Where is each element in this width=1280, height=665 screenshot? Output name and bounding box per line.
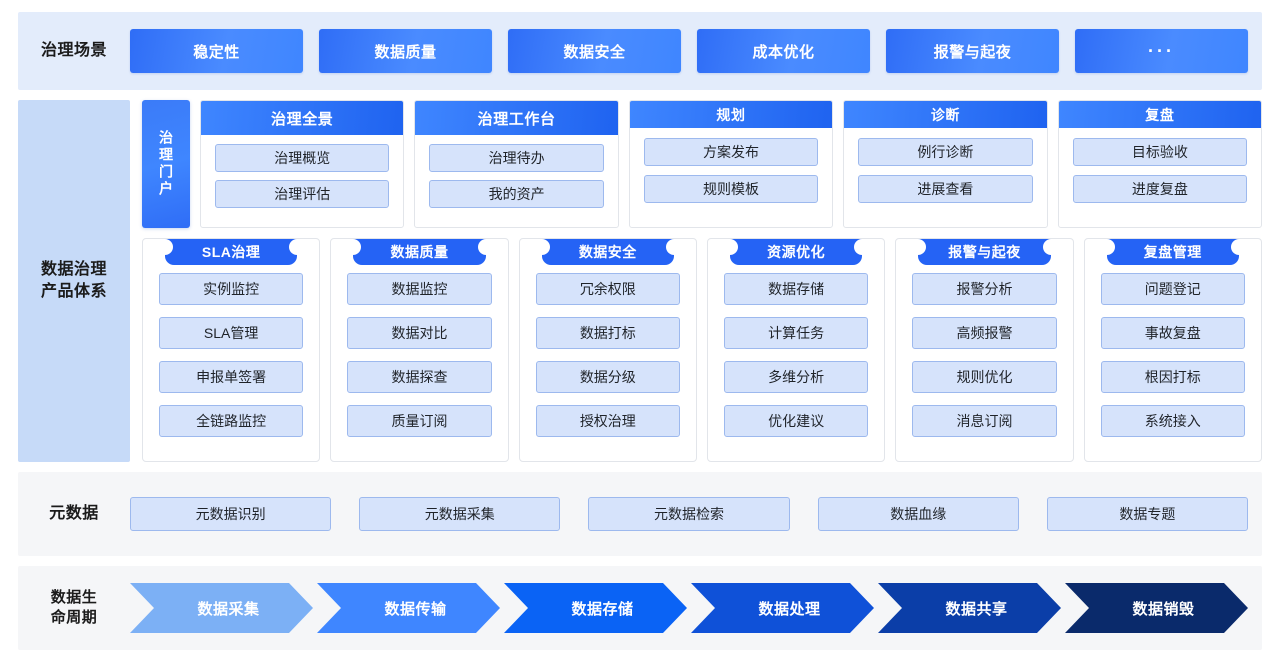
metadata-row: 元数据 元数据识别 元数据采集 元数据检索 数据血缘 数据专题 — [18, 472, 1262, 556]
domain-item-data-tagging[interactable]: 数据打标 — [535, 317, 680, 349]
domain-column-data-quality: 数据质量 数据监控 数据对比 数据探查 质量订阅 — [330, 238, 509, 462]
domain-item-system-onboarding[interactable]: 系统接入 — [1100, 405, 1245, 437]
domain-item-high-frequency-alert[interactable]: 高频报警 — [912, 317, 1057, 349]
portal-card-review-items: 目标验收 进度复盘 — [1059, 128, 1261, 227]
domain-item-data-explore[interactable]: 数据探查 — [347, 361, 492, 393]
domain-item-root-cause-tagging[interactable]: 根因打标 — [1100, 361, 1245, 393]
domain-column-sla: SLA治理 实例监控 SLA管理 申报单签署 全链路监控 — [142, 238, 321, 462]
scenario-pill-data-security[interactable]: 数据安全 — [508, 29, 681, 73]
portal-item-rule-template[interactable]: 规则模板 — [643, 175, 819, 203]
product-system-row-label-line1: 数据治理 — [40, 261, 107, 279]
portal-card-planning-title: 规划 — [629, 101, 833, 128]
domain-column-resource-optimization-title: 资源优化 — [721, 239, 871, 265]
portal-card-review: 复盘 目标验收 进度复盘 — [1057, 100, 1263, 228]
product-system-row-label-line2: 产品体系 — [40, 283, 107, 300]
portal-card-planning-items: 方案发布 规则模板 — [630, 128, 832, 227]
domain-item-compute-task[interactable]: 计算任务 — [723, 317, 869, 349]
metadata-item-identification[interactable]: 元数据识别 — [130, 497, 332, 531]
scenario-pill-cost-optimization[interactable]: 成本优化 — [697, 29, 870, 73]
product-system-row: 数据治理 产品体系 治理门户 治理全景 治理概览 治理评估 治理工作台 — [18, 100, 1263, 462]
metadata-item-topic[interactable]: 数据专题 — [1046, 497, 1249, 531]
scenario-pill-alerting[interactable]: 报警与起夜 — [886, 29, 1059, 73]
portal-card-review-title: 复盘 — [1058, 101, 1262, 128]
domain-item-alert-analysis[interactable]: 报警分析 — [912, 273, 1057, 305]
portal-card-diagnosis-items: 例行诊断 进展查看 — [844, 128, 1046, 227]
domain-column-list: SLA治理 实例监控 SLA管理 申报单签署 全链路监控 数据质量 数据监控 数… — [142, 238, 1262, 462]
domain-item-data-compare[interactable]: 数据对比 — [347, 317, 492, 349]
domain-item-incident-review[interactable]: 事故复盘 — [1100, 317, 1245, 349]
portal-item-governance-assessment[interactable]: 治理评估 — [215, 180, 390, 208]
scenarios-row: 治理场景 稳定性 数据质量 数据安全 成本优化 报警与起夜 ··· — [18, 12, 1262, 90]
lifecycle-row-label: 数据生 命周期 — [18, 588, 130, 629]
portal-card-planning: 规划 方案发布 规则模板 — [628, 100, 834, 228]
portal-card-overview-items: 治理概览 治理评估 — [201, 135, 403, 227]
portal-item-governance-todo[interactable]: 治理待办 — [429, 144, 604, 172]
portal-item-plan-release[interactable]: 方案发布 — [643, 138, 819, 166]
domain-item-optimization-advice[interactable]: 优化建议 — [723, 405, 869, 437]
scenario-pill-data-quality[interactable]: 数据质量 — [319, 29, 492, 73]
domain-item-message-subscription[interactable]: 消息订阅 — [912, 405, 1057, 437]
domain-item-instance-monitor[interactable]: 实例监控 — [159, 273, 304, 305]
domain-column-review-management-title: 复盘管理 — [1098, 239, 1248, 265]
metadata-item-lineage[interactable]: 数据血缘 — [817, 497, 1019, 531]
domain-column-alerting: 报警与起夜 报警分析 高频报警 规则优化 消息订阅 — [895, 238, 1074, 462]
domain-column-data-quality-title: 数据质量 — [345, 239, 495, 265]
domain-item-data-monitor[interactable]: 数据监控 — [347, 273, 492, 305]
lifecycle-stage-destruction[interactable]: 数据销毁 — [1065, 583, 1248, 633]
metadata-item-search[interactable]: 元数据检索 — [588, 497, 790, 531]
metadata-item-collection[interactable]: 元数据采集 — [359, 497, 561, 531]
metadata-row-label: 元数据 — [49, 505, 99, 523]
domain-item-quality-subscription[interactable]: 质量订阅 — [347, 405, 492, 437]
portal-card-diagnosis-title: 诊断 — [844, 101, 1047, 128]
scenario-pill-more[interactable]: ··· — [1075, 29, 1248, 73]
portal-card-diagnosis: 诊断 例行诊断 进展查看 — [843, 100, 1048, 228]
domain-item-declaration-sign[interactable]: 申报单签署 — [159, 361, 304, 393]
domain-item-redundant-permission[interactable]: 冗余权限 — [535, 273, 680, 305]
portal-card-workbench: 治理工作台 治理待办 我的资产 — [414, 100, 619, 228]
lifecycle-stage-transmission[interactable]: 数据传输 — [317, 583, 500, 633]
lifecycle-stage-list: 数据采集 数据传输 数据存储 数据处理 数据共享 数据销毁 — [130, 583, 1262, 633]
portal-item-routine-diagnosis[interactable]: 例行诊断 — [858, 138, 1033, 166]
portal-card-workbench-items: 治理待办 我的资产 — [415, 135, 617, 227]
domain-item-sla-management[interactable]: SLA管理 — [159, 317, 304, 349]
lifecycle-stage-collection[interactable]: 数据采集 — [130, 583, 313, 633]
domain-item-full-link-monitor[interactable]: 全链路监控 — [159, 405, 304, 437]
lifecycle-row: 数据生 命周期 数据采集 数据传输 数据存储 数据处理 数据共享 数据销毁 — [18, 566, 1262, 650]
portal-card-overview-title: 治理全景 — [201, 101, 404, 135]
domain-column-alerting-title: 报警与起夜 — [910, 239, 1059, 265]
domain-item-issue-registration[interactable]: 问题登记 — [1100, 273, 1245, 305]
lifecycle-stage-sharing[interactable]: 数据共享 — [878, 583, 1061, 633]
domain-item-rule-optimization[interactable]: 规则优化 — [912, 361, 1057, 393]
domain-column-data-security-title: 数据安全 — [533, 239, 683, 265]
metadata-chip-list: 元数据识别 元数据采集 元数据检索 数据血缘 数据专题 — [130, 497, 1262, 531]
scenarios-row-label: 治理场景 — [40, 42, 107, 60]
product-system-body: 治理门户 治理全景 治理概览 治理评估 治理工作台 治理待办 我的资产 — [130, 100, 1263, 462]
domain-item-data-classification[interactable]: 数据分级 — [535, 361, 680, 393]
portal-item-progress-review[interactable]: 进度复盘 — [1072, 175, 1248, 203]
domain-column-data-security: 数据安全 冗余权限 数据打标 数据分级 授权治理 — [518, 238, 697, 462]
portal-card-workbench-title: 治理工作台 — [415, 101, 618, 135]
product-system-row-label: 数据治理 产品体系 — [18, 100, 130, 462]
portal-item-progress-view[interactable]: 进展查看 — [858, 175, 1033, 203]
lifecycle-row-label-line2: 命周期 — [50, 609, 98, 626]
domain-column-review-management: 复盘管理 问题登记 事故复盘 根因打标 系统接入 — [1083, 238, 1262, 462]
portal-item-my-assets[interactable]: 我的资产 — [429, 180, 604, 208]
lifecycle-row-label-line1: 数据生 — [50, 588, 98, 606]
portal-item-governance-overview[interactable]: 治理概览 — [215, 144, 390, 172]
lifecycle-stage-storage[interactable]: 数据存储 — [504, 583, 687, 633]
domain-item-multidim-analysis[interactable]: 多维分析 — [723, 361, 869, 393]
domain-item-data-storage[interactable]: 数据存储 — [723, 273, 869, 305]
scenario-pill-list: 稳定性 数据质量 数据安全 成本优化 报警与起夜 ··· — [130, 29, 1262, 73]
domain-item-authorization-governance[interactable]: 授权治理 — [535, 405, 680, 437]
scenario-pill-stability[interactable]: 稳定性 — [130, 29, 303, 73]
domain-column-sla-title: SLA治理 — [156, 239, 306, 265]
governance-portal-strip: 治理门户 治理全景 治理概览 治理评估 治理工作台 治理待办 我的资产 — [142, 100, 1263, 228]
portal-card-overview: 治理全景 治理概览 治理评估 — [200, 100, 405, 228]
governance-portal-tab[interactable]: 治理门户 — [142, 100, 190, 228]
domain-column-resource-optimization: 资源优化 数据存储 计算任务 多维分析 优化建议 — [706, 238, 886, 462]
lifecycle-stage-processing[interactable]: 数据处理 — [691, 583, 874, 633]
portal-item-goal-acceptance[interactable]: 目标验收 — [1072, 138, 1248, 166]
